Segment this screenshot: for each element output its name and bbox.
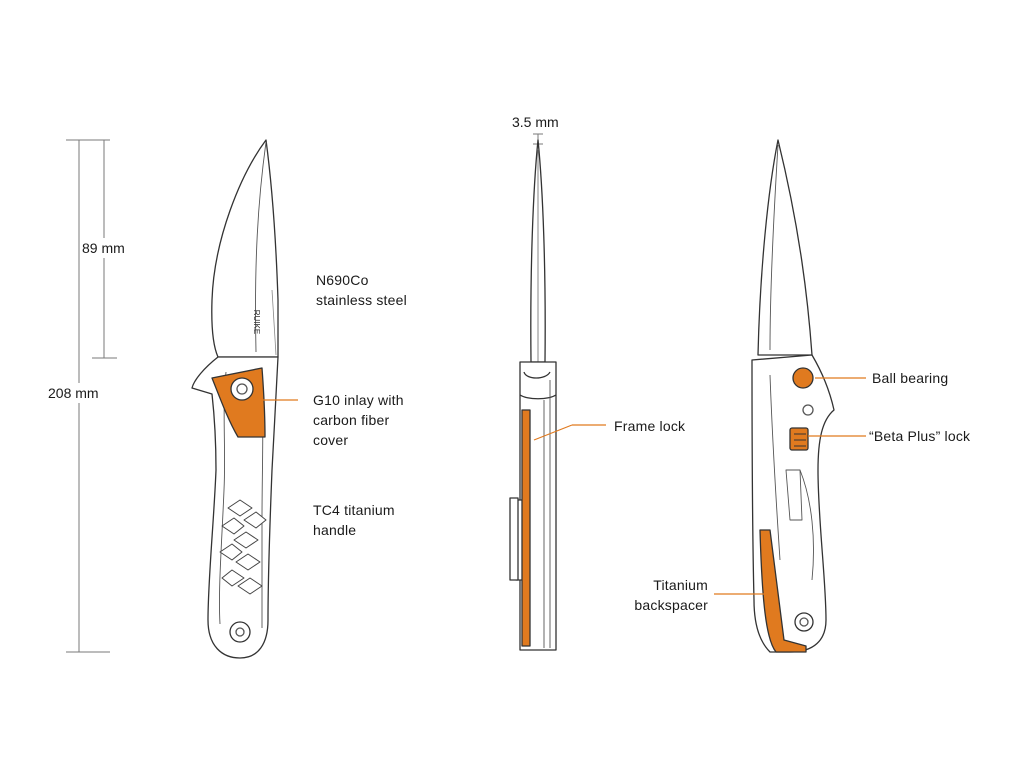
backspacer-label: Titanium backspacer [626,575,708,615]
blade-marking: RUIKE [252,310,261,334]
knife-back-view [751,139,835,653]
beta-lock-label: “Beta Plus” lock [869,428,971,444]
beta-plus-lock [789,427,809,451]
frame-lock-bar [521,409,531,647]
backspacer-label-line1: Titanium [653,577,708,593]
overall-length-label: 208 mm [48,383,99,403]
inlay-label: G10 inlay with carbon fiber cover [313,390,404,450]
knife-spine-view [509,139,557,651]
blade-back [757,139,813,356]
backspacer-label-line2: backspacer [634,597,708,613]
knife-front-view [191,139,279,659]
handle-label: TC4 titanium handle [313,500,395,540]
leader-lines [262,377,866,595]
inlay-label-line1: G10 inlay with [313,392,404,408]
blade-length-label: 89 mm [82,238,125,258]
dimension-lines [66,133,543,653]
inlay-label-line2: carbon fiber [313,412,390,428]
handle-label-line2: handle [313,522,357,538]
blade-front [211,139,279,358]
ball-bearing-label: Ball bearing [872,370,949,386]
handle-label-line1: TC4 titanium [313,502,395,518]
steel-label: N690Co stainless steel [316,270,407,310]
inlay-label-line3: cover [313,432,349,448]
steel-label-line2: stainless steel [316,292,407,308]
backspacer [759,529,807,653]
ball-bearing-dot [792,367,814,389]
steel-label-line1: N690Co [316,272,369,288]
frame-lock-label: Frame lock [614,418,686,434]
thickness-label: 3.5 mm [512,114,559,130]
